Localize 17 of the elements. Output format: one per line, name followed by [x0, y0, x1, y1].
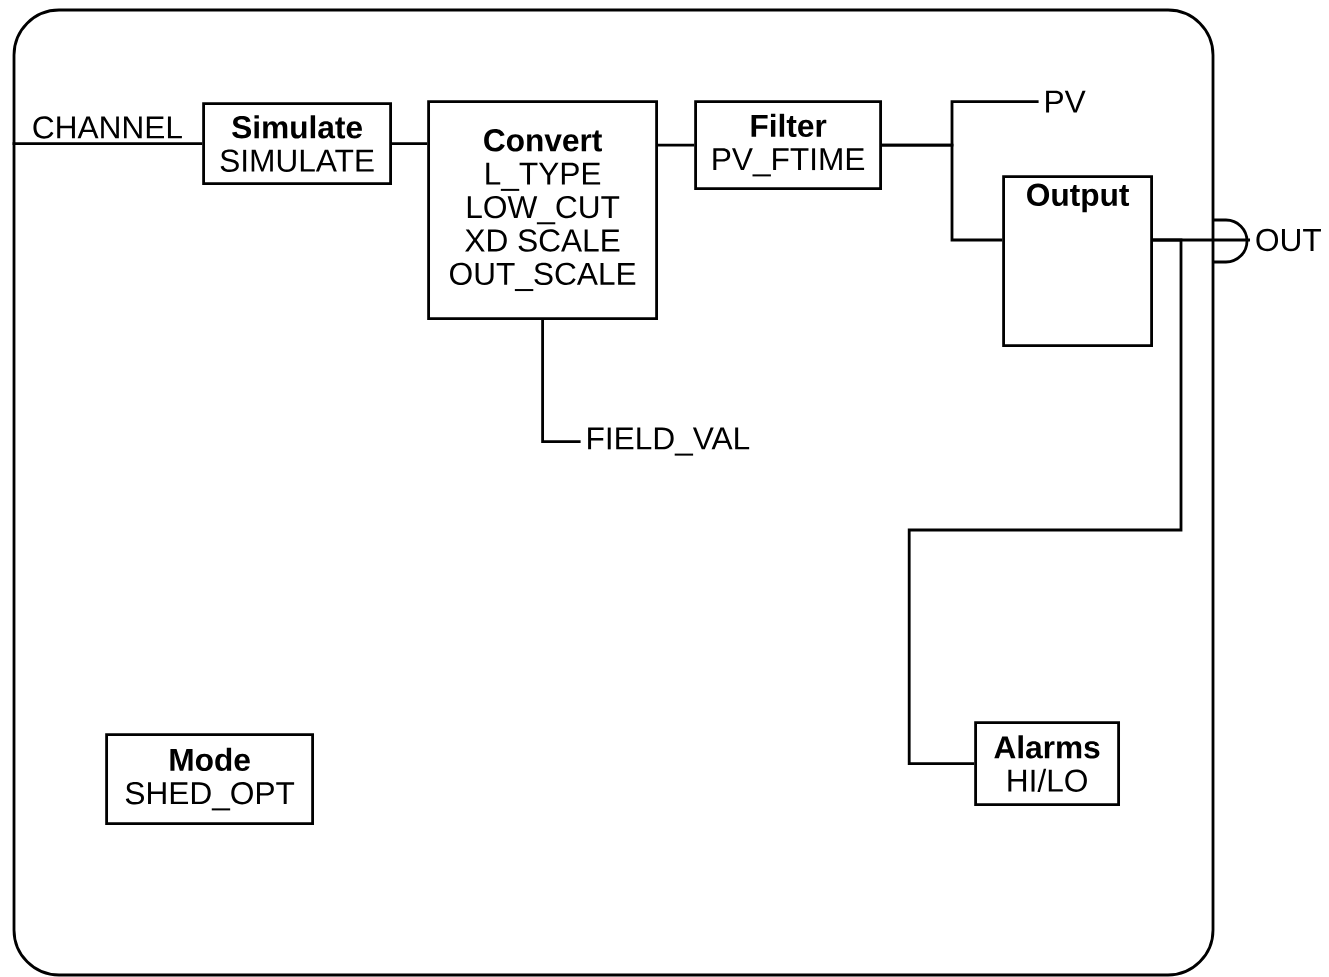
connector-line	[12, 142, 203, 145]
edge-label: CHANNEL	[30, 114, 185, 141]
connector-line	[541, 320, 581, 443]
process-box: Mode SHED_OPT	[105, 733, 314, 825]
signal-label: FIELD_VAL	[588, 427, 750, 456]
process-box: Filter PV_FTIME	[694, 100, 882, 190]
function-block-frame	[12, 8, 1215, 977]
process-box: Simulate SIMULATE	[202, 102, 392, 185]
connector-line	[882, 143, 1003, 242]
connector-line	[907, 238, 1183, 765]
signal-label: OUT	[1256, 228, 1321, 252]
process-box: Alarms HI/LO	[974, 721, 1120, 806]
process-box: Output	[1002, 175, 1153, 347]
process-box: Convert L_TYPE LOW_CUT XD SCALE OUT_SCALE	[427, 100, 658, 320]
signal-label: PV	[1046, 90, 1086, 113]
connector-line	[658, 143, 695, 147]
connector-line	[392, 142, 428, 145]
